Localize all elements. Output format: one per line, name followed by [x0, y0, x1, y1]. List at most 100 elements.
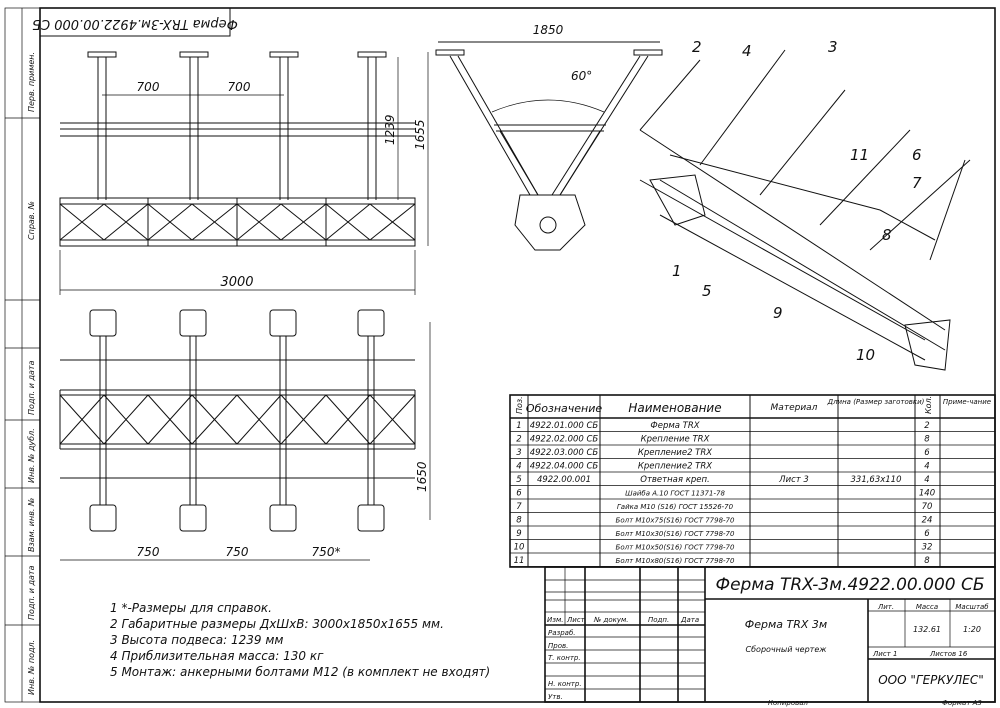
side-stamp-labels: Перв. примен. Справ. № Подп. и дата Инв.…: [27, 52, 36, 695]
tb-mass-label: Масса: [916, 603, 938, 611]
bom-row: 2 4922.02.000 СБ Крепление TRX 8: [516, 435, 930, 445]
tb-designation: Ферма TRX-3м.4922.00.000 СБ: [715, 575, 984, 595]
dim-1650: 1650: [415, 461, 429, 492]
bom-row: 4 4922.04.000 СБ Крепление2 TRX 4: [516, 462, 929, 472]
bom-cell: Крепление2 TRX: [638, 462, 712, 472]
iso-callouts: 2 4 3 11 6 7 8 1 5 9 10: [672, 38, 922, 364]
callout-11: 11: [850, 146, 869, 164]
bom-cell: Крепление2 TRX: [638, 448, 712, 458]
sheet-frame: [4, 7, 996, 703]
bom-header-note: Приме-чание: [943, 398, 991, 406]
bom-cell: 8: [924, 556, 930, 566]
bom-cell: Ферма TRX: [650, 421, 699, 431]
bom-cell: 32: [922, 543, 933, 553]
bom-cell: 2: [516, 435, 521, 445]
dim-750-a: 750: [137, 545, 160, 559]
tb-company: ООО "ГЕРКУЛЕС": [878, 673, 984, 687]
bom-row: 3 4922.03.000 СБ Крепление2 TRX 6: [516, 448, 930, 458]
bom-cell: 7: [516, 502, 522, 512]
bom-cell: Лист 3: [778, 475, 809, 485]
bom-cell: 6: [516, 489, 522, 499]
tb-scale: 1:20: [963, 625, 981, 634]
bom-cell: 70: [922, 502, 933, 512]
isometric-view: 2 4 3 11 6 7 8 1 5 9 10: [639, 38, 971, 371]
bom-cell: 10: [514, 543, 525, 553]
bom-cell: 4: [516, 462, 521, 472]
bom-cell: 4922.00.001: [537, 475, 591, 485]
tb-role-4: Н. контр.: [548, 680, 582, 688]
bom-header-qty: Кол.: [924, 396, 933, 414]
dim-700-a: 700: [137, 80, 160, 94]
bom-cell: 4922.04.000 СБ: [530, 462, 599, 472]
tb-col-doc: № докум.: [593, 616, 629, 624]
callout-3: 3: [828, 38, 838, 56]
copied-label: Копировал: [768, 699, 809, 707]
bom-cell: Крепление TRX: [641, 435, 710, 445]
bom-row: 10 Болт М10х50(S16) ГОСТ 7798-70 32: [514, 543, 933, 553]
front-view: 700 700 3000 1239 1655: [59, 51, 429, 295]
side-label-sprav: Справ. №: [27, 201, 36, 240]
bom-row: 9 Болт М10х30(S16) ГОСТ 7798-70 6: [516, 529, 930, 539]
bom-header-pos: Поз.: [515, 396, 524, 414]
bom-rows: 1 4922.01.000 СБ Ферма TRX 22 4922.02.000 СБ…: [514, 421, 936, 566]
bom-cell: 8: [924, 435, 930, 445]
bom-cell: 9: [516, 529, 521, 539]
bom-cell: 8: [516, 516, 522, 526]
bom-cell: 4: [924, 462, 929, 472]
tb-role-3: Т. контр.: [548, 654, 581, 662]
tb-name: Ферма TRX 3м: [745, 618, 827, 631]
dim-700-b: 700: [228, 80, 251, 94]
note-3: 3 Высота подвеса: 1239 мм: [110, 633, 283, 647]
dim-3000: 3000: [220, 275, 253, 290]
bom-cell: Шайба А.10 ГОСТ 11371-78: [625, 490, 725, 498]
tb-mass: 132.61: [913, 625, 941, 634]
note-1: 1 *-Размеры для справок.: [110, 601, 272, 615]
side-label-podp-2: Подп. и дата: [27, 565, 36, 620]
callout-1: 1: [672, 262, 682, 280]
bom-cell: 4922.03.000 СБ: [530, 448, 599, 458]
bom-header-designation: Обозначение: [526, 402, 603, 415]
callout-7: 7: [912, 174, 922, 192]
front-truss: [59, 197, 416, 247]
bom-cell: 24: [922, 516, 933, 526]
note-4: 4 Приблизительная масса: 130 кг: [110, 649, 324, 663]
bom-cell: 6: [924, 529, 930, 539]
dim-750-b: 750: [226, 545, 249, 559]
side-view: 1850 60°: [435, 23, 663, 251]
bom-table: Поз. Обозначение Наименование Материал Д…: [509, 394, 996, 568]
bom-cell: 4: [924, 475, 929, 485]
angle-60: 60°: [571, 69, 592, 83]
tb-sheets: Листов 16: [929, 650, 968, 658]
callout-4: 4: [742, 42, 752, 60]
bom-header-material: Материал: [771, 403, 818, 413]
bom-cell: 5: [516, 475, 521, 485]
bom-row: 7 Гайка М10 (S16) ГОСТ 15526-70 70: [516, 502, 932, 512]
top-view: 750 750 750* 1650: [59, 309, 431, 561]
tb-col-list: Лист: [566, 616, 586, 624]
bom-cell: 6: [924, 448, 930, 458]
bom-cell: 4922.01.000 СБ: [530, 421, 599, 431]
callout-10: 10: [856, 346, 875, 364]
bom-cell: Болт М10х80(S16) ГОСТ 7798-70: [616, 557, 735, 565]
bom-header-name: Наименование: [628, 401, 721, 415]
tb-lit: Лит.: [877, 603, 894, 611]
bom-cell: Болт М10х50(S16) ГОСТ 7798-70: [616, 544, 735, 552]
bom-cell: Болт М10х30(S16) ГОСТ 7798-70: [616, 530, 735, 538]
callout-8: 8: [882, 226, 892, 244]
side-label-podp-1: Подп. и дата: [27, 360, 36, 415]
bom-cell: 3: [516, 448, 521, 458]
tb-col-sign: Подп.: [648, 616, 669, 624]
bom-cell: Гайка М10 (S16) ГОСТ 15526-70: [617, 503, 734, 511]
dim-1655: 1655: [413, 119, 427, 150]
tb-role-1: Разраб.: [548, 629, 576, 637]
bom-cell: Болт М10х75(S16) ГОСТ 7798-70: [616, 517, 735, 525]
dim-750-c: 750*: [312, 545, 341, 559]
bom-cell: 4922.02.000 СБ: [530, 435, 599, 445]
bom-row: 8 Болт М10х75(S16) ГОСТ 7798-70 24: [516, 516, 932, 526]
front-crossbars: [60, 122, 415, 137]
tb-sheet: Лист 1: [872, 650, 897, 658]
note-2: 2 Габаритные размеры ДхШхВ: 3000х1850х16…: [110, 617, 444, 631]
bom-cell: 1: [516, 421, 521, 431]
